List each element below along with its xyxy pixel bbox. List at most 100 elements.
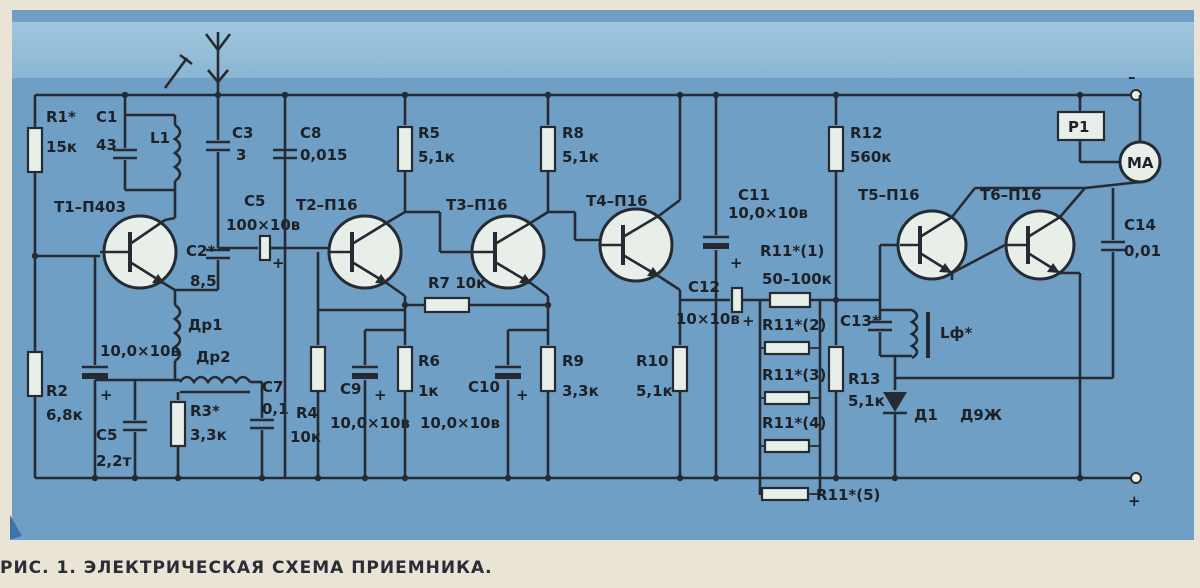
svg-text:43: 43 — [96, 136, 117, 154]
svg-text:C2*: C2* — [186, 242, 215, 260]
svg-text:R3*: R3* — [190, 402, 220, 420]
resistor-r6 — [396, 345, 414, 393]
capacitor-c10 — [495, 373, 521, 379]
svg-text:R8: R8 — [562, 124, 584, 142]
svg-text:R2: R2 — [46, 382, 68, 400]
resistor-r5 — [396, 125, 414, 173]
svg-text:R5: R5 — [418, 124, 440, 142]
resistor-r11-1 — [768, 291, 812, 309]
capacitor-c14 — [1101, 240, 1125, 252]
svg-text:R13: R13 — [848, 370, 880, 388]
svg-text:3,3к: 3,3к — [190, 426, 227, 444]
resistor-r11-2 — [763, 340, 811, 356]
transistor-t5 — [896, 209, 968, 281]
svg-text:6,8к: 6,8к — [46, 406, 83, 424]
svg-text:0,01: 0,01 — [1124, 242, 1161, 260]
panel-top-band — [12, 22, 1194, 78]
svg-text:L1: L1 — [150, 129, 170, 147]
panel-background — [12, 10, 1194, 540]
svg-text:3: 3 — [236, 146, 246, 164]
svg-text:5,1к: 5,1к — [848, 392, 885, 410]
capacitor-c9 — [352, 373, 378, 379]
transistor-t2 — [327, 214, 403, 290]
svg-text:C7: C7 — [262, 378, 283, 396]
resistor-r11-3 — [763, 390, 811, 406]
resistor-r8 — [539, 125, 557, 173]
tuning-arrow-icon — [163, 53, 193, 89]
antenna-icon — [204, 32, 232, 95]
svg-text:R12: R12 — [850, 124, 882, 142]
svg-text:R9: R9 — [562, 352, 584, 370]
svg-text:0,015: 0,015 — [300, 146, 347, 164]
svg-text:1к: 1к — [418, 382, 439, 400]
svg-text:5,1к: 5,1к — [636, 382, 673, 400]
svg-text:+: + — [272, 254, 285, 272]
resistor-r1 — [26, 126, 44, 174]
svg-text:T2–П16: T2–П16 — [296, 196, 358, 214]
capacitor-c8 — [273, 148, 297, 160]
resistor-r2 — [26, 350, 44, 398]
svg-text:0,1: 0,1 — [262, 400, 289, 418]
transistor-t4 — [598, 207, 674, 283]
svg-text:C8: C8 — [300, 124, 321, 142]
svg-text:+: + — [730, 254, 743, 272]
svg-text:5,1к: 5,1к — [418, 148, 455, 166]
svg-text:R11*(2): R11*(2) — [762, 316, 826, 334]
svg-text:МА: МА — [1127, 154, 1154, 172]
svg-text:560к: 560к — [850, 148, 892, 166]
svg-text:Др2: Др2 — [196, 348, 231, 366]
svg-text:+: + — [100, 386, 113, 404]
capacitor-c5-ceramic — [123, 420, 147, 432]
inductor-l1 — [172, 115, 182, 190]
resistor-r7 — [423, 296, 471, 314]
inductor-lf — [909, 308, 919, 360]
capacitor-c2 — [206, 248, 230, 260]
svg-text:2,2т: 2,2т — [96, 452, 132, 470]
svg-text:C10: C10 — [468, 378, 500, 396]
svg-text:C11: C11 — [738, 186, 770, 204]
plus-label: + — [1128, 492, 1141, 510]
svg-text:100×10в: 100×10в — [226, 216, 300, 234]
capacitor-c5-coupling — [258, 234, 272, 262]
transistor-t3 — [470, 214, 546, 290]
svg-text:R1*: R1* — [46, 108, 76, 126]
transistor-t6 — [1004, 209, 1076, 281]
resistor-r11-4 — [763, 438, 811, 454]
svg-text:10×10в: 10×10в — [676, 310, 740, 328]
svg-text:Lф*: Lф* — [940, 324, 972, 342]
resistor-r11-5 — [760, 486, 810, 502]
choke-dr2 — [178, 375, 252, 385]
svg-text:10,0×10в: 10,0×10в — [420, 414, 500, 432]
svg-text:R7 10к: R7 10к — [428, 274, 486, 292]
svg-text:C14: C14 — [1124, 216, 1156, 234]
svg-text:Д1: Д1 — [914, 406, 938, 424]
svg-text:R10: R10 — [636, 352, 668, 370]
svg-text:R11*(3): R11*(3) — [762, 366, 826, 384]
resistor-r9 — [539, 345, 557, 393]
resistor-r3 — [169, 400, 187, 448]
svg-text:C3: C3 — [232, 124, 253, 142]
figure-caption: РИС. 1. ЭЛЕКТРИЧЕСКАЯ СХЕМА ПРИЕМНИКА. — [0, 558, 493, 578]
svg-text:R11*(5): R11*(5) — [816, 486, 880, 504]
resistor-r13 — [827, 345, 845, 393]
svg-text:+: + — [374, 386, 387, 404]
svg-text:8,5: 8,5 — [190, 272, 217, 290]
svg-text:15к: 15к — [46, 138, 77, 156]
svg-text:+: + — [516, 386, 529, 404]
resistor-r4 — [309, 345, 327, 393]
svg-text:3,3к: 3,3к — [562, 382, 599, 400]
corner-marker — [10, 515, 22, 540]
svg-text:C5: C5 — [96, 426, 117, 444]
capacitor-c3 — [206, 140, 230, 152]
svg-text:5,1к: 5,1к — [562, 148, 599, 166]
svg-text:10,0×10в: 10,0×10в — [728, 204, 808, 222]
svg-text:T1–П403: T1–П403 — [54, 198, 126, 216]
transistor-t1 — [100, 214, 178, 290]
svg-text:50–100к: 50–100к — [762, 270, 832, 288]
svg-text:10к: 10к — [290, 428, 321, 446]
svg-text:Др1: Др1 — [188, 316, 223, 334]
svg-text:T5–П16: T5–П16 — [858, 186, 920, 204]
svg-text:C1: C1 — [96, 108, 117, 126]
svg-text:C12: C12 — [688, 278, 720, 296]
